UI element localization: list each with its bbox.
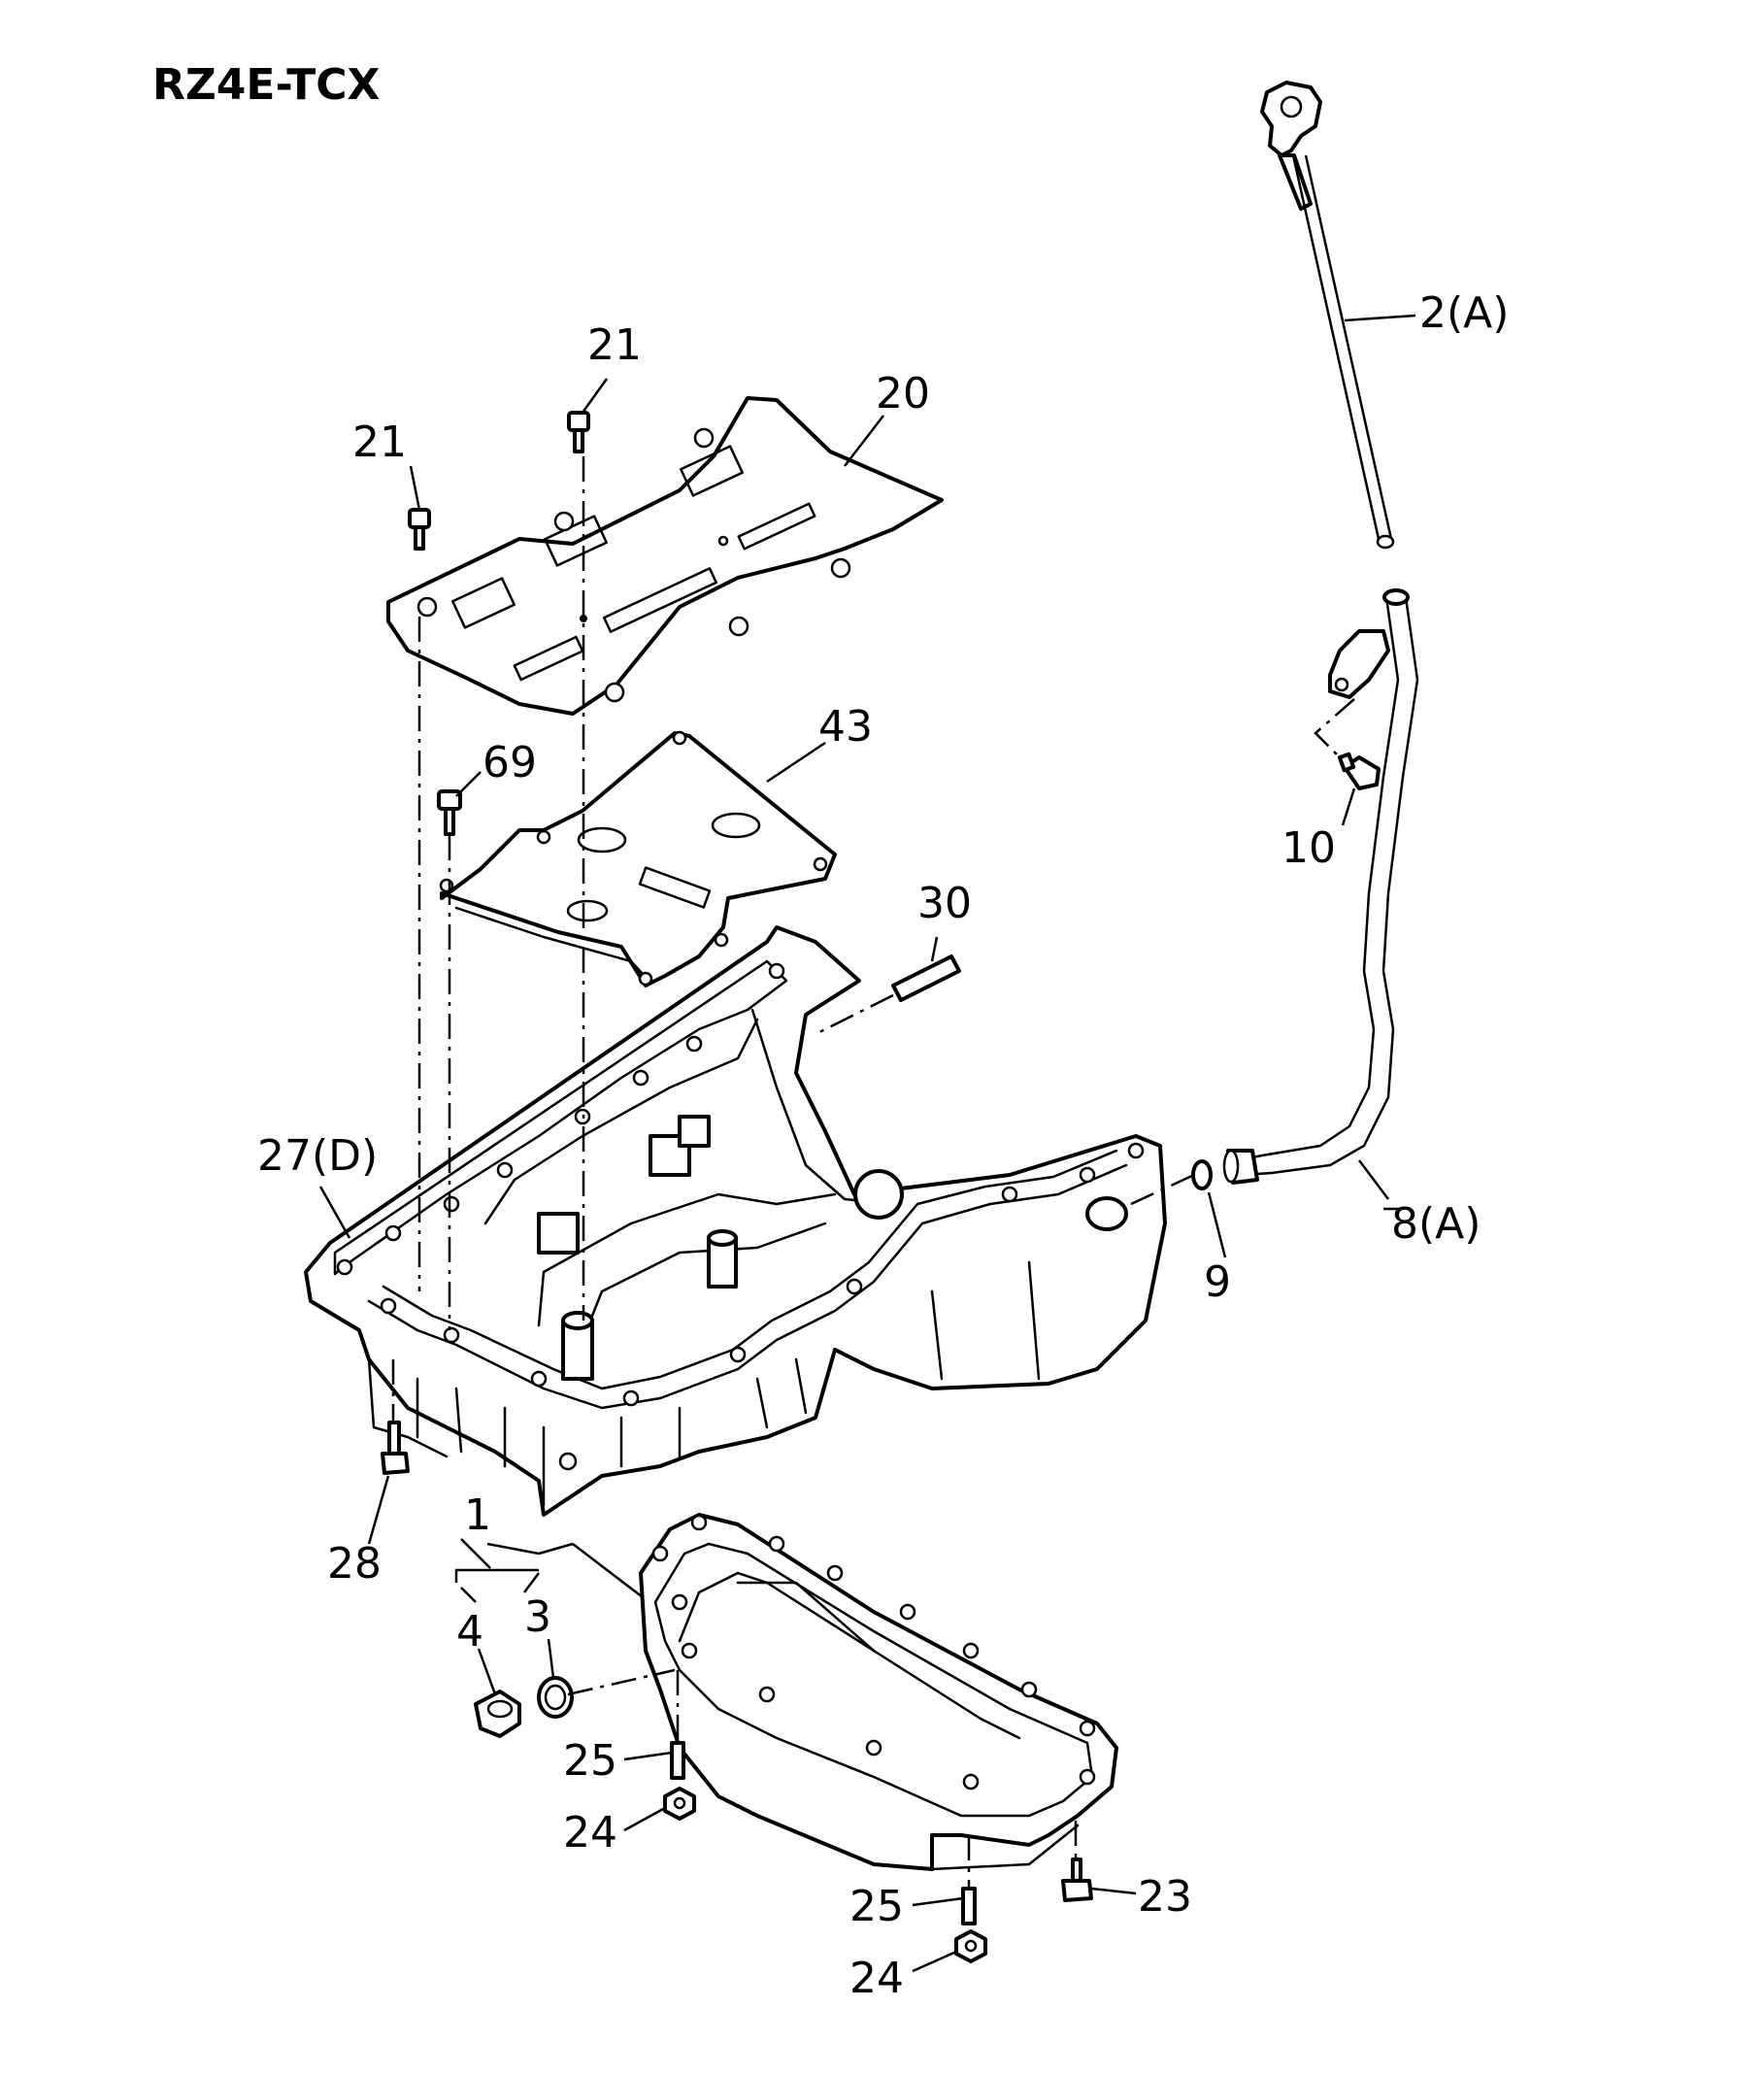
dipstick-guide-tube-8 bbox=[1222, 588, 1419, 1185]
callout-3: 3 bbox=[524, 1592, 551, 1642]
stud-25-right bbox=[961, 1887, 977, 1925]
callout-27: 27(D) bbox=[257, 1131, 378, 1181]
gasket-3 bbox=[537, 1676, 574, 1719]
callout-25-left: 25 bbox=[563, 1736, 617, 1786]
callout-4: 4 bbox=[456, 1607, 483, 1657]
leader-lines bbox=[318, 314, 1416, 1973]
callout-24-left: 24 bbox=[563, 1808, 617, 1857]
lower-oil-pan-1 bbox=[639, 1513, 1118, 1871]
callout-23: 23 bbox=[1138, 1872, 1192, 1922]
stud-25-left bbox=[670, 1741, 685, 1780]
callout-21-left: 21 bbox=[352, 418, 407, 467]
callout-30: 30 bbox=[917, 879, 972, 928]
callout-43: 43 bbox=[818, 702, 873, 752]
upper-oil-pan-27 bbox=[304, 925, 1167, 1517]
bolt-23 bbox=[1061, 1857, 1093, 1902]
baffle-plate-43 bbox=[439, 730, 837, 987]
bolt-10 bbox=[1337, 752, 1381, 790]
callout-10: 10 bbox=[1281, 823, 1336, 873]
assembly-lines bbox=[391, 456, 1355, 1889]
callout-25-right: 25 bbox=[849, 1882, 904, 1931]
baffle-plate-20 bbox=[386, 396, 944, 716]
stud-30 bbox=[891, 954, 961, 1002]
dipstick-2 bbox=[1260, 81, 1395, 550]
nut-24-left bbox=[663, 1787, 696, 1821]
callout-1: 1 bbox=[464, 1490, 491, 1540]
callout-8: 8(A) bbox=[1391, 1199, 1481, 1249]
callout-20: 20 bbox=[876, 369, 930, 418]
callout-21-center: 21 bbox=[587, 320, 642, 370]
bolt-69 bbox=[437, 789, 462, 836]
nut-24-right bbox=[954, 1929, 987, 1963]
o-ring-9 bbox=[1191, 1159, 1213, 1190]
bolt-21-center bbox=[567, 411, 590, 453]
diagram-title: RZ4E-TCX bbox=[152, 60, 381, 110]
callout-9: 9 bbox=[1204, 1257, 1231, 1307]
callout-2: 2(A) bbox=[1419, 288, 1509, 338]
bolt-21-left bbox=[408, 508, 431, 551]
callout-69: 69 bbox=[483, 738, 537, 787]
drain-plug-4 bbox=[474, 1690, 521, 1738]
callout-28: 28 bbox=[327, 1539, 382, 1589]
callout-24-right: 24 bbox=[849, 1954, 904, 2003]
callout-labels: 21 21 20 43 69 30 2(A) 10 8(A) 9 27(D) 2… bbox=[257, 288, 1509, 2003]
